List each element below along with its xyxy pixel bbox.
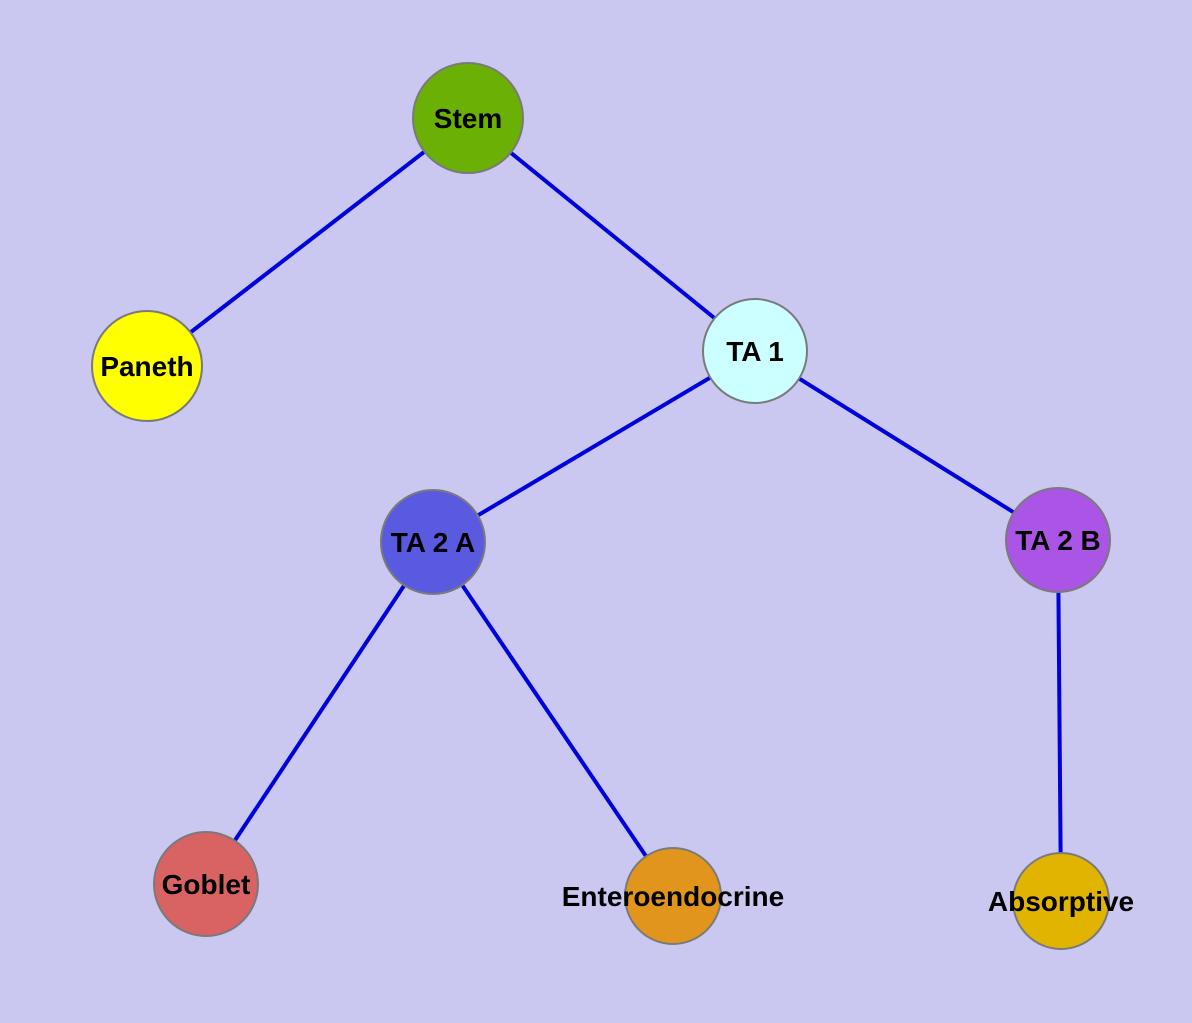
node-goblet: Goblet xyxy=(153,831,259,937)
node-circle-ta1 xyxy=(702,298,808,404)
edge-ta1-ta2a xyxy=(431,349,757,544)
node-label-ta2b: TA 2 B xyxy=(1015,525,1101,556)
node-absorptive: Absorptive xyxy=(988,852,1134,950)
edge-stem-paneth xyxy=(145,116,470,368)
node-circle-paneth xyxy=(91,310,203,422)
edge-ta1-ta2b xyxy=(753,349,1060,542)
node-ta2a: TA 2 A xyxy=(380,489,486,595)
edge-ta2a-goblet xyxy=(204,540,435,886)
node-label-ta2a: TA 2 A xyxy=(391,527,476,558)
node-paneth: Paneth xyxy=(91,310,203,422)
node-circle-stem xyxy=(412,62,524,174)
node-circle-enteroendocrine xyxy=(624,847,722,945)
node-ta1: TA 1 xyxy=(702,298,808,404)
edge-stem-ta1 xyxy=(466,116,757,353)
node-label-paneth: Paneth xyxy=(100,351,193,382)
edge-ta2b-absorptive xyxy=(1056,539,1063,902)
node-enteroendocrine: Enteroendocrine xyxy=(562,847,784,945)
node-label-absorptive: Absorptive xyxy=(988,886,1134,917)
node-label-enteroendocrine: Enteroendocrine xyxy=(562,881,784,912)
node-circle-ta2a xyxy=(380,489,486,595)
node-label-stem: Stem xyxy=(434,103,502,134)
node-stem: Stem xyxy=(412,62,524,174)
node-circle-ta2b xyxy=(1005,487,1111,593)
node-label-ta1: TA 1 xyxy=(726,336,784,367)
edge-ta2a-enteroendocrine xyxy=(431,540,675,898)
node-circle-goblet xyxy=(153,831,259,937)
node-circle-absorptive xyxy=(1012,852,1110,950)
node-ta2b: TA 2 B xyxy=(1005,487,1111,593)
node-label-goblet: Goblet xyxy=(162,869,251,900)
